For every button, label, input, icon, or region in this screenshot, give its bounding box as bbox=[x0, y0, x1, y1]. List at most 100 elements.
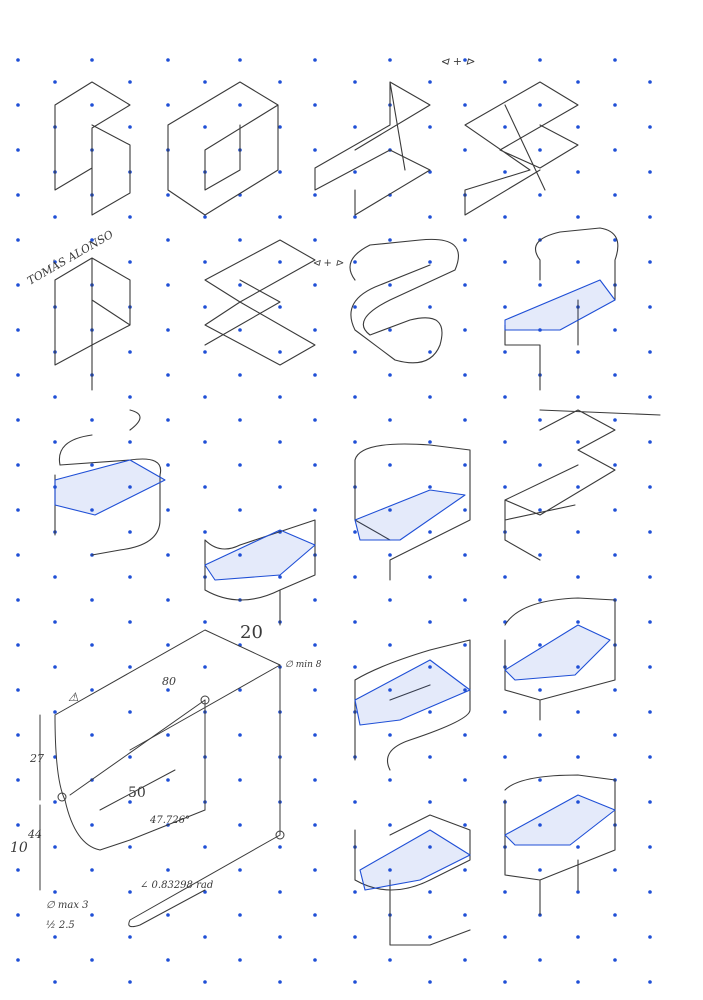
grid-dot bbox=[503, 440, 507, 444]
sketch-form-10 bbox=[204, 519, 316, 626]
grid-dot bbox=[16, 868, 20, 872]
grid-dot bbox=[90, 508, 94, 512]
grid-dot bbox=[353, 215, 357, 219]
grid-dot bbox=[16, 823, 20, 827]
grid-dot bbox=[128, 215, 132, 219]
grid-dot bbox=[203, 665, 207, 669]
grid-dot bbox=[203, 620, 207, 624]
grid-dot bbox=[313, 958, 317, 962]
grid-dot bbox=[278, 980, 282, 984]
grid-dot bbox=[313, 463, 317, 467]
grid-dot bbox=[538, 148, 542, 152]
grid-dot bbox=[278, 80, 282, 84]
grid-dot bbox=[353, 800, 357, 804]
grid-dot bbox=[166, 463, 170, 467]
grid-dot bbox=[90, 103, 94, 107]
grid-dot bbox=[463, 283, 467, 287]
grid-dot bbox=[278, 440, 282, 444]
sketch-form-4 bbox=[464, 81, 579, 216]
grid-dot bbox=[53, 575, 57, 579]
grid-dot bbox=[576, 395, 580, 399]
grid-dot bbox=[463, 598, 467, 602]
ink-hatch-8 bbox=[504, 279, 616, 331]
grid-dot bbox=[313, 103, 317, 107]
grid-dot bbox=[278, 935, 282, 939]
grid-dot bbox=[53, 260, 57, 264]
sketch-form-6 bbox=[204, 239, 316, 366]
grid-dot bbox=[428, 485, 432, 489]
grid-dot bbox=[128, 935, 132, 939]
ink-hatch-16 bbox=[504, 794, 616, 846]
grid-dot bbox=[278, 845, 282, 849]
grid-dot bbox=[428, 665, 432, 669]
sketch-form-1 bbox=[54, 81, 131, 216]
grid-dot bbox=[166, 733, 170, 737]
grid-dot bbox=[313, 913, 317, 917]
sketch-form-14 bbox=[504, 597, 616, 721]
grid-dot bbox=[648, 530, 652, 534]
grid-dot bbox=[613, 733, 617, 737]
note-dim-44: 44 bbox=[28, 828, 42, 841]
grid-dot bbox=[648, 575, 652, 579]
grid-dot bbox=[428, 935, 432, 939]
grid-dot bbox=[463, 58, 467, 62]
grid-dot bbox=[203, 980, 207, 984]
grid-dot bbox=[576, 170, 580, 174]
grid-dot bbox=[16, 688, 20, 692]
sketch-row-2 bbox=[54, 227, 619, 391]
note-angle-rad: ∠ 0.83298 rad bbox=[140, 880, 214, 891]
grid-dot bbox=[388, 778, 392, 782]
grid-dot bbox=[238, 283, 242, 287]
grid-dot bbox=[538, 553, 542, 557]
dot-grid bbox=[16, 58, 652, 984]
grid-dot bbox=[203, 440, 207, 444]
grid-dot bbox=[128, 665, 132, 669]
grid-dot bbox=[428, 440, 432, 444]
grid-dot bbox=[278, 485, 282, 489]
ink-hatch-14 bbox=[504, 624, 611, 681]
grid-dot bbox=[648, 170, 652, 174]
grid-dot bbox=[203, 350, 207, 354]
grid-dot bbox=[648, 665, 652, 669]
grid-dot bbox=[90, 913, 94, 917]
grid-dot bbox=[576, 710, 580, 714]
grid-dot bbox=[388, 958, 392, 962]
grid-dot bbox=[203, 845, 207, 849]
grid-dot bbox=[203, 395, 207, 399]
grid-dot bbox=[503, 755, 507, 759]
grid-dot bbox=[313, 193, 317, 197]
grid-dot bbox=[353, 935, 357, 939]
grid-dot bbox=[166, 778, 170, 782]
grid-dot bbox=[313, 868, 317, 872]
grid-dot bbox=[576, 125, 580, 129]
grid-dot bbox=[576, 845, 580, 849]
sketch-form-16 bbox=[504, 774, 616, 916]
note-radius: ∅ max 3 bbox=[46, 900, 89, 911]
grid-dot bbox=[648, 125, 652, 129]
grid-dot bbox=[648, 890, 652, 894]
grid-dot bbox=[128, 395, 132, 399]
grid-dot bbox=[166, 958, 170, 962]
grid-dot bbox=[128, 755, 132, 759]
grid-dot bbox=[538, 778, 542, 782]
grid-dot bbox=[16, 328, 20, 332]
grid-dot bbox=[613, 868, 617, 872]
grid-dot bbox=[538, 688, 542, 692]
grid-dot bbox=[166, 193, 170, 197]
grid-dot bbox=[238, 508, 242, 512]
grid-dot bbox=[90, 643, 94, 647]
grid-dot bbox=[166, 643, 170, 647]
grid-dot bbox=[428, 260, 432, 264]
grid-dot bbox=[128, 620, 132, 624]
grid-dot bbox=[238, 688, 242, 692]
grid-dot bbox=[313, 643, 317, 647]
grid-dot bbox=[128, 260, 132, 264]
grid-dot bbox=[576, 215, 580, 219]
grid-dot bbox=[648, 80, 652, 84]
grid-dot bbox=[238, 418, 242, 422]
grid-dot bbox=[53, 395, 57, 399]
grid-dot bbox=[503, 980, 507, 984]
grid-dot bbox=[90, 58, 94, 62]
grid-dot bbox=[613, 328, 617, 332]
grid-dot bbox=[238, 868, 242, 872]
